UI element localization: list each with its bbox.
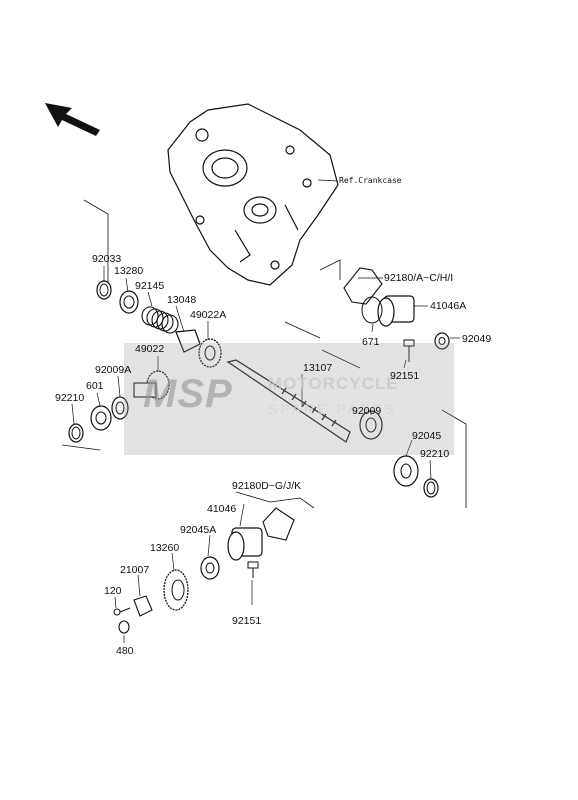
part-label-41046: 41046 [207,503,237,515]
oring-671 [361,296,383,324]
part-label-41046A: 41046A [430,300,467,312]
part-label-480: 480 [116,645,134,657]
bearing-92009A [111,396,129,420]
front-direction-arrow-icon [45,103,100,136]
bearing-601 [90,405,112,431]
part-label-92049: 92049 [462,333,492,345]
part-label-92033: 92033 [92,253,122,265]
circlip-480 [118,620,130,634]
part-label-601: 601 [86,380,104,392]
part-label-92151-top: 92151 [390,370,420,382]
watermark-logo: MSP [143,372,233,416]
part-label-13260: 13260 [150,542,180,554]
gear-49022 [133,370,170,400]
gasket-92180-top [343,267,383,305]
part-label-92180-top: 92180/A~C/H/I [384,272,454,284]
part-label-92210-left: 92210 [55,392,85,404]
circlip-92033 [96,280,112,300]
part-label-92045A: 92045A [180,524,217,536]
part-label-13107: 13107 [303,362,333,374]
circlip-92210-right [423,478,439,498]
part-label-49022A: 49022A [190,309,227,321]
cover-41046A [377,295,415,327]
part-label-92145: 92145 [135,280,165,292]
bearing-92045 [393,455,419,487]
watermark-overlay [124,343,454,455]
part-label-13280: 13280 [114,265,144,277]
part-label-92210-right: 92210 [420,448,450,460]
part-label-671: 671 [362,336,380,348]
gear-49022A [198,338,222,368]
crankcase-illustration [167,103,339,286]
bolt-92151-top [403,339,415,362]
part-label-92045: 92045 [412,430,442,442]
part-label-92009A: 92009A [95,364,132,376]
crankcase-reference-label: Ref.Crankcase [339,176,402,185]
watermark-subtitle: SPARE PARTS [268,401,397,417]
bolt-92151-bottom [247,561,259,578]
housing-41046 [227,527,263,561]
bearing-92045A [200,556,220,580]
circlip-92210-left [68,423,84,443]
part-label-92009: 92009 [352,405,382,417]
part-label-120: 120 [104,585,122,597]
part-label-92180-bottom: 92180D~G/J/K [232,480,302,492]
part-label-21007: 21007 [120,564,150,576]
part-label-92151-bottom: 92151 [232,615,262,627]
screw-120 [113,607,131,616]
leader-lines [71,266,460,643]
plate-21007 [133,595,153,617]
shaft-13107 [226,359,351,443]
bearing-92009 [359,410,383,440]
bearing-13280 [119,290,139,314]
spring-92145 [141,306,179,334]
reference-bracket-lines [61,199,467,509]
gasket-92180-bottom [262,507,295,541]
gear-13260 [163,569,189,611]
cam-13048 [175,329,201,353]
watermark-title: MOTORCYCLE [268,374,399,393]
washer-92049 [434,332,450,350]
part-label-13048: 13048 [167,294,197,306]
part-label-49022: 49022 [135,343,165,355]
